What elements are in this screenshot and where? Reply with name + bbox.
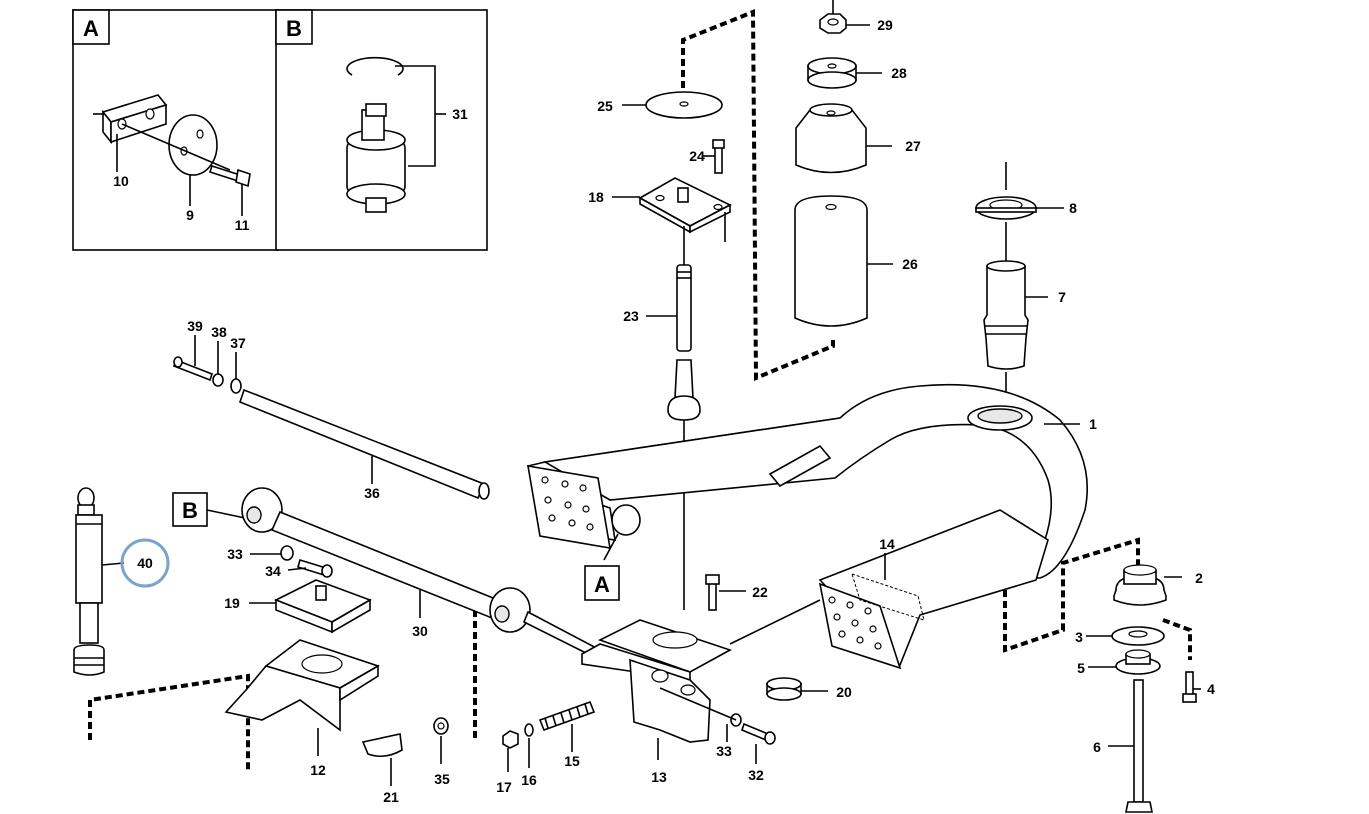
label-33a: 33 (227, 546, 243, 562)
label-29: 29 (877, 17, 893, 33)
label-11: 11 (235, 217, 250, 233)
inset-a-letter: A (83, 16, 99, 41)
label-27: 27 (905, 138, 921, 154)
label-19: 19 (224, 595, 240, 611)
label-8: 8 (1069, 200, 1077, 216)
upper-mount-group: 25 24 18 23 (588, 91, 732, 610)
left-bracket-group: 33 34 19 12 (224, 545, 380, 778)
label-26: 26 (902, 256, 918, 272)
label-32: 32 (748, 767, 764, 783)
label-31: 31 (452, 106, 468, 122)
inset-b-letter: B (286, 16, 302, 41)
label-23: 23 (623, 308, 639, 324)
part-35: 35 (433, 717, 450, 787)
label-4: 4 (1207, 681, 1215, 697)
label-21: 21 (383, 789, 399, 805)
label-33b: 33 (716, 743, 732, 759)
highlight-ring (120, 538, 170, 588)
label-39: 39 (187, 318, 203, 334)
spring-stack: 29 28 27 26 (794, 0, 921, 327)
label-30: 30 (412, 623, 428, 639)
bolt-22: 22 (705, 574, 768, 611)
label-5: 5 (1077, 660, 1085, 676)
tie-rod-group: 39 38 37 36 (173, 318, 490, 501)
spring-bolt-group: 17 16 15 (496, 700, 596, 795)
label-25: 25 (597, 98, 613, 114)
label-2: 2 (1195, 570, 1203, 586)
label-22: 22 (752, 584, 768, 600)
callout-a: A (584, 565, 620, 601)
label-13: 13 (651, 769, 667, 785)
reaction-rod-group: 30 (241, 487, 602, 660)
main-frame: 1 14 (526, 383, 1097, 670)
label-20: 20 (836, 684, 852, 700)
label-15: 15 (564, 753, 580, 769)
label-18: 18 (588, 189, 604, 205)
label-40: 40 (137, 555, 153, 571)
callout-a-letter: A (594, 572, 610, 597)
label-17: 17 (496, 779, 512, 795)
label-38: 38 (211, 324, 227, 340)
part-21: 21 (361, 733, 403, 805)
dashed-links (88, 9, 1192, 770)
mount-stack-right: 2 3 5 6 4 (1075, 564, 1215, 813)
callout-b: B (172, 492, 246, 527)
callout-b-letter: B (182, 498, 198, 523)
label-6: 6 (1093, 739, 1101, 755)
label-36: 36 (364, 485, 380, 501)
center-bracket-13: 13 (581, 599, 821, 785)
label-9: 9 (186, 207, 194, 223)
label-1: 1 (1089, 416, 1097, 432)
inset-a: A 10 9 11 (72, 9, 279, 251)
bolt-32-group: 33 32 (659, 687, 776, 783)
label-35: 35 (434, 771, 450, 787)
label-34: 34 (265, 563, 281, 579)
label-28: 28 (891, 65, 907, 81)
label-3: 3 (1075, 629, 1083, 645)
label-12: 12 (310, 762, 326, 778)
inset-b: B 31 (275, 9, 488, 251)
label-37: 37 (230, 335, 246, 351)
part-20: 20 (766, 677, 852, 701)
bump-stop-group: 8 7 (975, 162, 1077, 408)
label-14: 14 (879, 536, 895, 552)
label-7: 7 (1058, 289, 1066, 305)
label-10: 10 (113, 173, 129, 189)
shock-absorber-40: 40 (73, 487, 170, 676)
label-24: 24 (689, 148, 705, 164)
label-16: 16 (521, 772, 537, 788)
